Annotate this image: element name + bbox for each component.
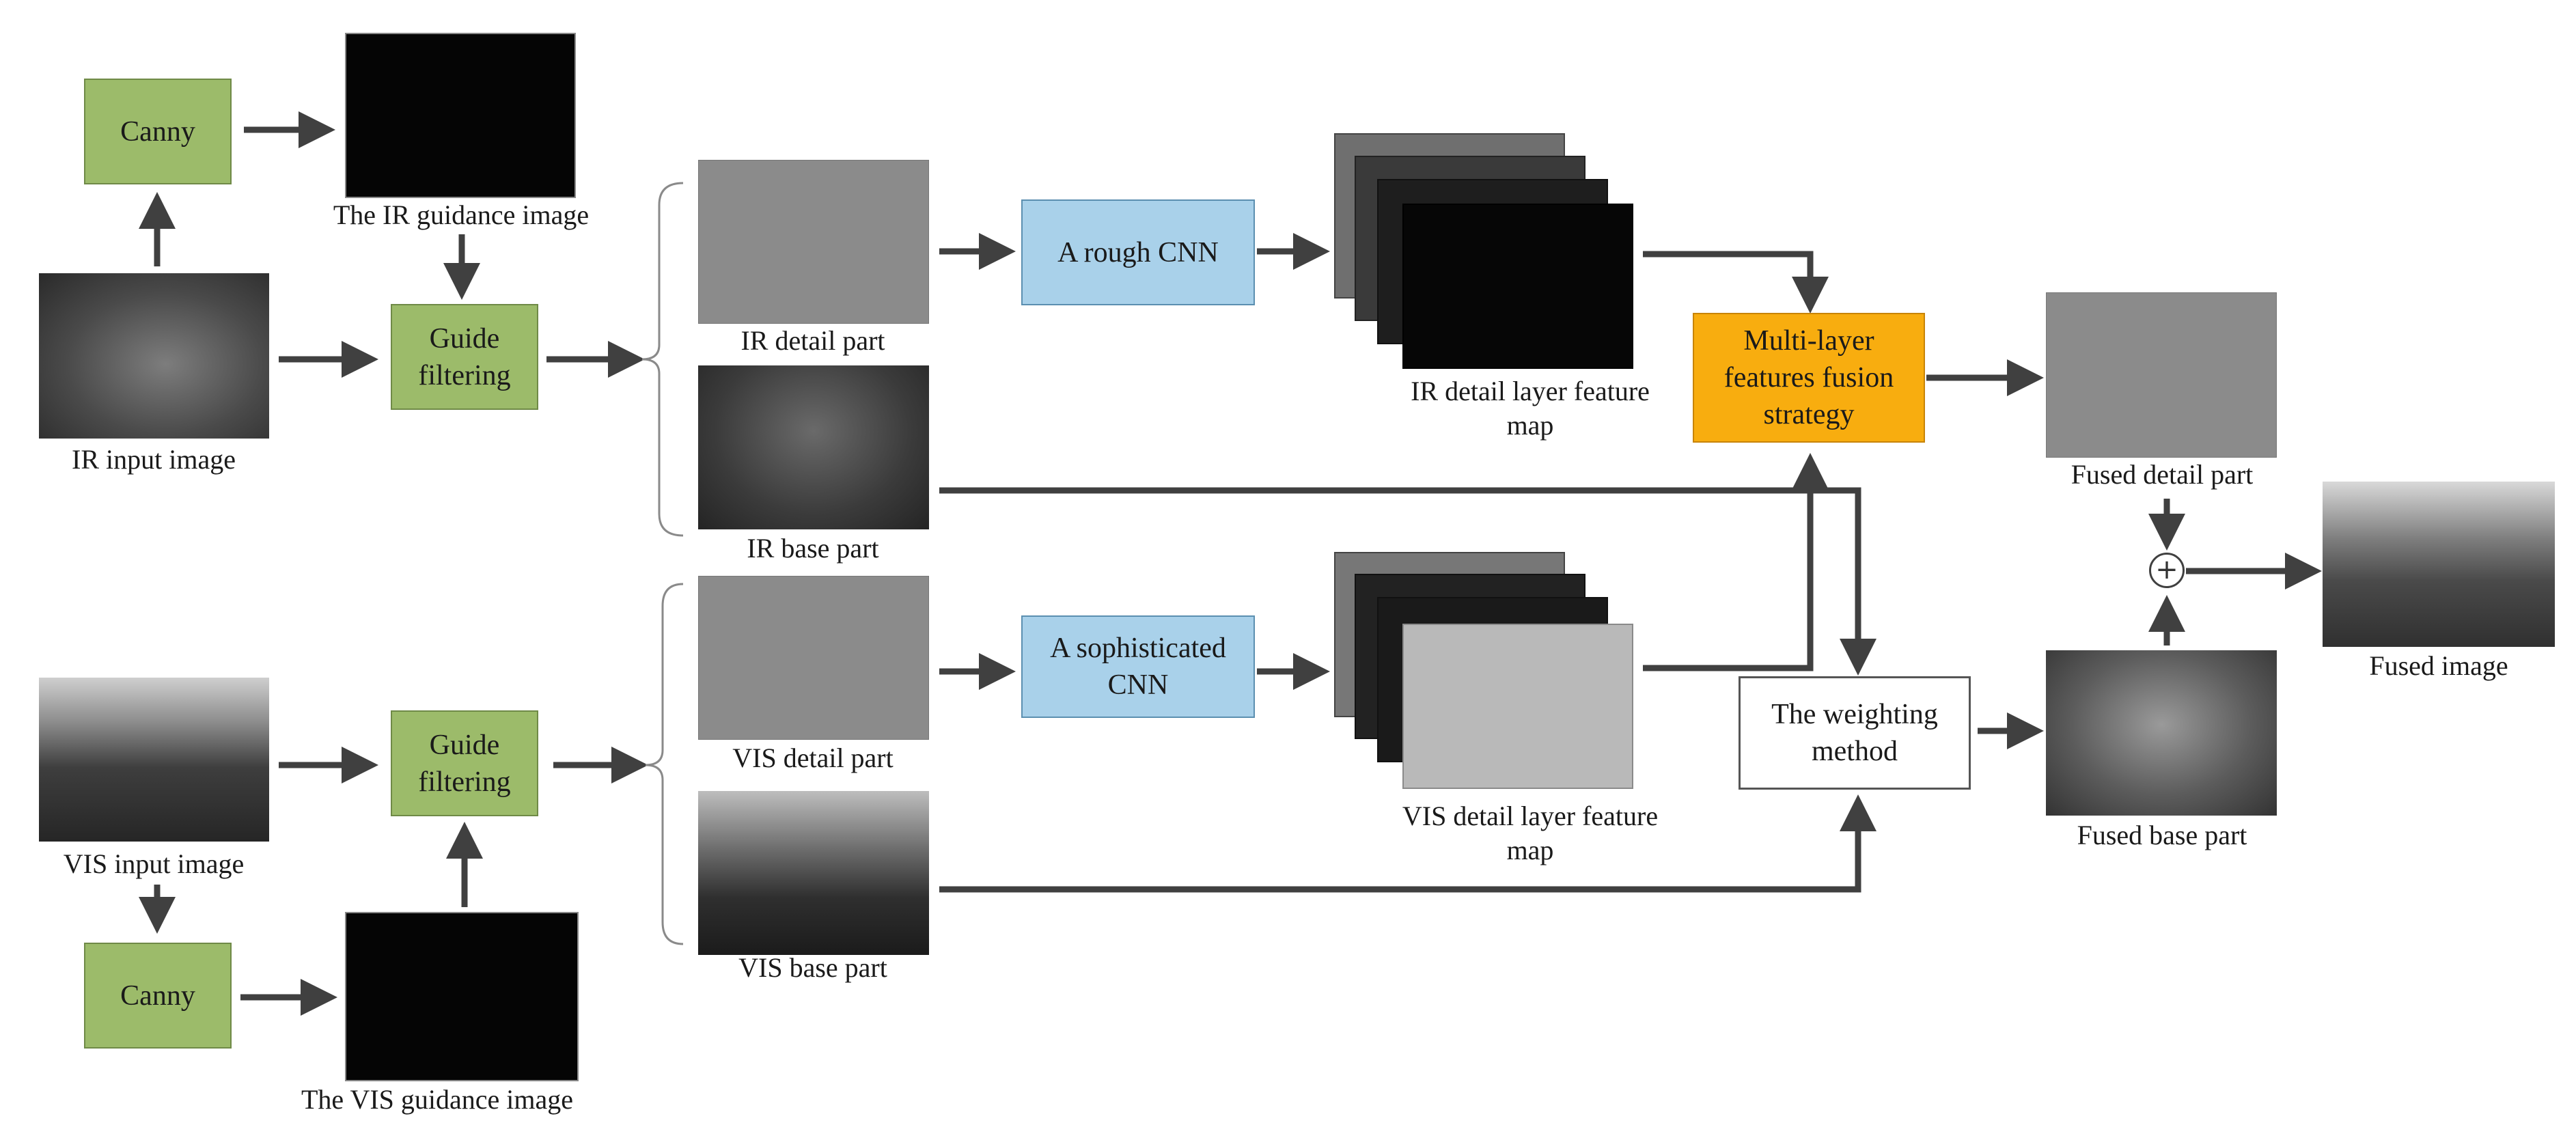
vis-feature-map-4 xyxy=(1402,624,1633,789)
ir-guidance-image xyxy=(345,33,576,198)
canny-ir-box: Canny xyxy=(84,79,232,184)
rough-cnn-box: A rough CNN xyxy=(1021,199,1255,305)
weighting-method-box: The weighting method xyxy=(1739,676,1971,790)
vis-base-image xyxy=(698,791,929,955)
sum-node: + xyxy=(2149,553,2185,588)
caption-vis-feature-map: VIS detail layer feature map xyxy=(1402,801,1659,865)
guide-filtering-vis-box: Guide filtering xyxy=(391,710,538,816)
fused-image xyxy=(2323,482,2555,647)
guide-filtering-ir-box: Guide filtering xyxy=(391,304,538,410)
arrow-ir-maps-to-fusion xyxy=(1643,251,1829,314)
ir-detail-image xyxy=(698,160,929,324)
caption-fused-detail: Fused detail part xyxy=(2071,459,2254,490)
brace-vis xyxy=(645,583,684,945)
caption-ir-guidance: The IR guidance image xyxy=(333,199,590,230)
vis-input-image xyxy=(39,678,269,842)
caption-vis-guidance: The VIS guidance image xyxy=(301,1084,574,1115)
arrow-ir-base-to-weighting xyxy=(939,487,1876,676)
caption-fused-image: Fused image xyxy=(2369,650,2508,681)
caption-ir-detail: IR detail part xyxy=(740,325,885,356)
multi-layer-fusion-box: Multi-layer features fusion strategy xyxy=(1693,313,1925,443)
vis-detail-image xyxy=(698,576,929,740)
caption-vis-base: VIS base part xyxy=(738,952,887,983)
fused-base-image xyxy=(2046,650,2277,816)
vis-guidance-image xyxy=(345,912,579,1081)
caption-ir-feature-map: IR detail layer feature map xyxy=(1411,376,1650,441)
ir-input-image xyxy=(39,273,269,439)
caption-vis-input: VIS input image xyxy=(63,848,245,879)
canny-vis-box: Canny xyxy=(84,943,232,1049)
sophisticated-cnn-box: A sophisticated CNN xyxy=(1021,615,1255,718)
brace-ir xyxy=(641,182,684,537)
fused-detail-image xyxy=(2046,292,2277,458)
arrow-vis-maps-to-fusion xyxy=(1643,453,1829,671)
caption-fused-base: Fused base part xyxy=(2077,820,2247,850)
caption-ir-input: IR input image xyxy=(72,444,236,475)
arrow-vis-base-to-weighting xyxy=(939,794,1876,893)
ir-feature-map-4 xyxy=(1402,204,1633,369)
caption-ir-base: IR base part xyxy=(747,533,879,564)
ir-base-image xyxy=(698,365,929,529)
caption-vis-detail: VIS detail part xyxy=(732,743,894,773)
